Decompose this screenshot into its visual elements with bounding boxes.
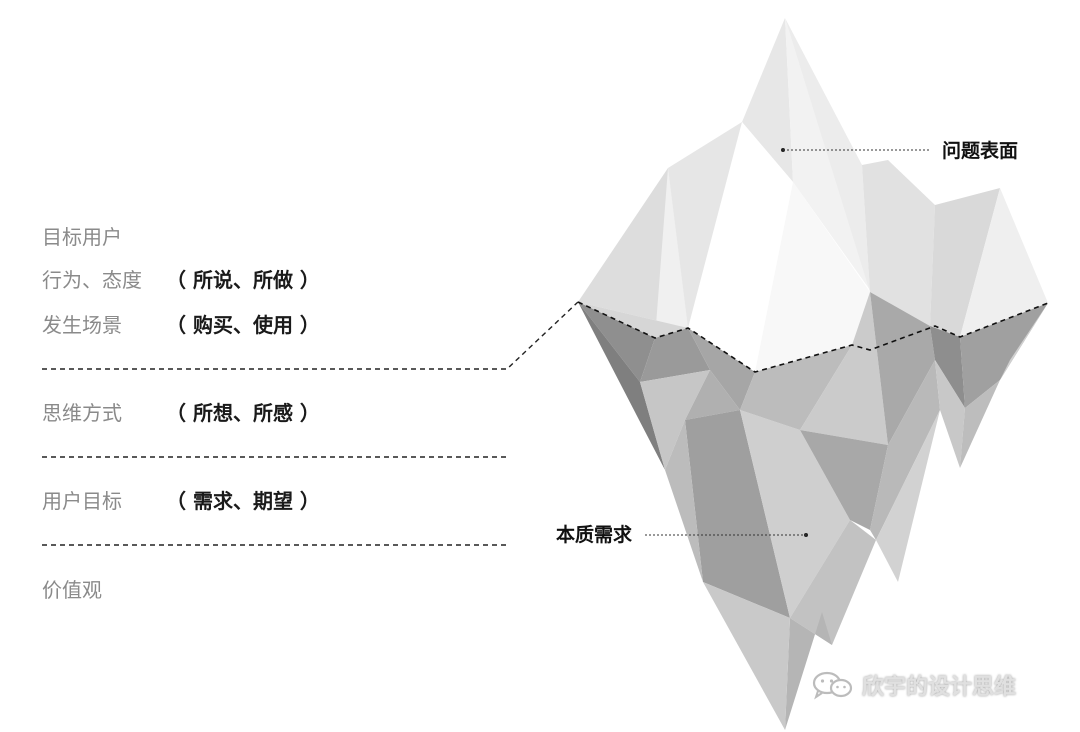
label-target-users: 目标用户 bbox=[42, 225, 122, 249]
label-user-goals: 用户目标 bbox=[42, 489, 122, 513]
watermark-text: 欣宇的设计思维 bbox=[862, 675, 1017, 700]
note-behavior-attitude: （ 所说、所做 ） bbox=[166, 268, 320, 292]
callout-essence: 本质需求 bbox=[556, 524, 633, 546]
iceberg-above-water bbox=[578, 18, 1048, 372]
label-thinking: 思维方式 bbox=[42, 401, 122, 425]
separator-waterline bbox=[42, 301, 579, 370]
label-values: 价值观 bbox=[42, 578, 102, 602]
label-scenario: 发生场景 bbox=[42, 313, 122, 337]
note-thinking: （ 所想、所感 ） bbox=[166, 401, 320, 425]
watermark: 欣宇的设计思维 bbox=[812, 670, 1016, 700]
iceberg-below-water bbox=[578, 292, 1048, 730]
note-scenario: （ 购买、使用 ） bbox=[166, 313, 320, 337]
label-behavior-attitude: 行为、态度 bbox=[42, 268, 142, 292]
wechat-icon bbox=[812, 671, 853, 700]
waterline bbox=[577, 301, 1049, 373]
callout-surface: 问题表面 bbox=[942, 140, 1019, 162]
note-user-goals: （ 需求、期望 ） bbox=[166, 489, 320, 513]
